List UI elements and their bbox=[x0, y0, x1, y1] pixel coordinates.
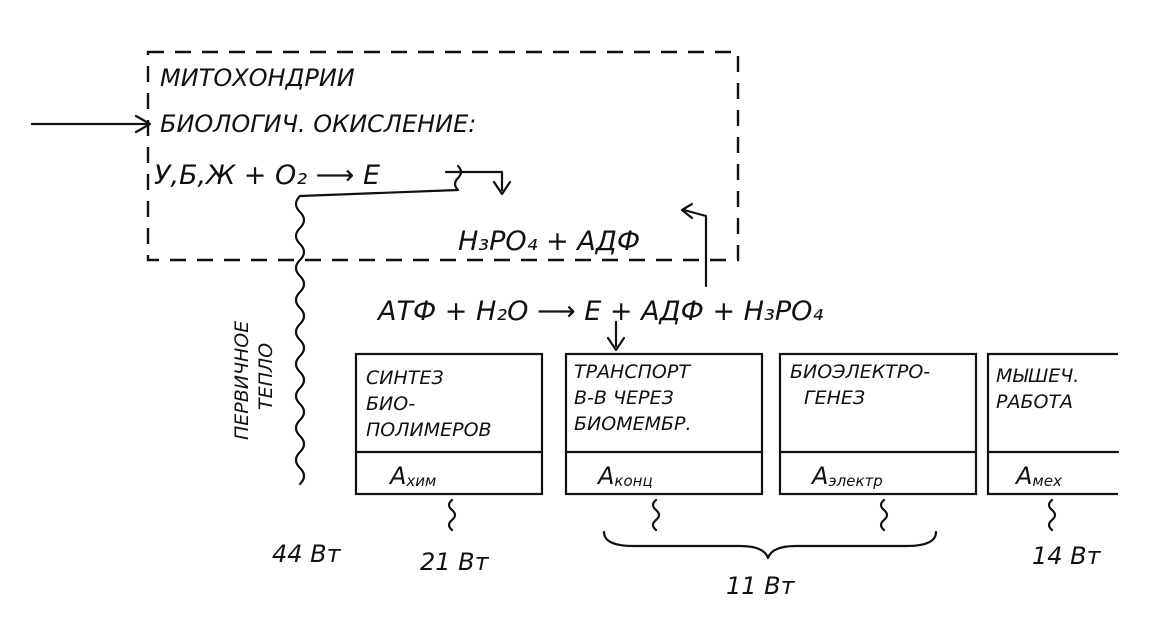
power-chemical: 21 Вт bbox=[420, 548, 490, 576]
work-chemical: Aхим bbox=[388, 462, 436, 490]
power-mechanical: 14 Вт bbox=[1032, 542, 1102, 570]
regeneration-substrates: H₃PO₄ + АДФ bbox=[458, 226, 640, 257]
work-mechanical: Aмех bbox=[1014, 462, 1062, 490]
box-chemical-line3: ПОЛИМЕРОВ bbox=[366, 419, 492, 441]
work-chemical-main: A bbox=[388, 462, 406, 490]
box-mechanical-line2: РАБОТА bbox=[996, 391, 1073, 413]
primary-heat-power: 44 Вт bbox=[272, 540, 342, 568]
box-transport-line2: В-В ЧЕРЕЗ bbox=[574, 387, 674, 409]
work-electric-main: A bbox=[810, 462, 828, 490]
mitochondria-region bbox=[146, 50, 740, 262]
work-mechanical-sub: мех bbox=[1032, 472, 1062, 490]
work-mechanical-main: A bbox=[1014, 462, 1032, 490]
heat-squiggle-chemical bbox=[447, 498, 457, 532]
heat-squiggle-electric bbox=[879, 498, 889, 532]
box-electric-line1: БИОЭЛЕКТРО- bbox=[790, 361, 930, 383]
primary-heat-wavy-line bbox=[294, 164, 463, 486]
energy-to-atp-arrow bbox=[444, 170, 512, 196]
box-transport bbox=[564, 352, 764, 496]
box-electric-line2: ГЕНЕЗ bbox=[804, 387, 865, 409]
primary-heat-line1: ПЕРВИЧНОЕ bbox=[231, 321, 253, 440]
box-chemical-line1: СИНТЕЗ bbox=[366, 367, 444, 389]
heat-squiggle-mechanical bbox=[1047, 498, 1057, 532]
work-electric: Aэлектр bbox=[810, 462, 883, 490]
mitochondria-title: МИТОХОНДРИИ bbox=[160, 64, 355, 92]
work-transport-sub: конц bbox=[614, 472, 652, 490]
work-electric-sub: электр bbox=[828, 472, 882, 490]
box-transport-line3: БИОМЕМБР. bbox=[574, 413, 692, 435]
input-arrow bbox=[30, 114, 152, 134]
power-transport-electric: 11 Вт bbox=[726, 572, 796, 600]
box-transport-line1: ТРАНСПОРТ bbox=[574, 361, 691, 383]
work-boxes bbox=[354, 352, 1120, 496]
oxidation-equation: У,Б,Ж + O₂ ⟶ Е bbox=[154, 160, 380, 191]
primary-heat-label: ПЕРВИЧНОЕ ТЕПЛО bbox=[231, 321, 277, 440]
oxidation-label: БИОЛОГИЧ. ОКИСЛЕНИЕ: bbox=[160, 110, 476, 138]
atp-hydrolysis-equation: АТФ + H₂O ⟶ Е + АДФ + H₃PO₄ bbox=[376, 296, 823, 327]
box-mechanical-line1: МЫШЕЧ. bbox=[996, 365, 1079, 387]
box-chemical-line2: БИО- bbox=[366, 393, 415, 415]
curly-brace bbox=[602, 530, 938, 560]
primary-heat-line2: ТЕПЛО bbox=[255, 343, 277, 410]
box-electric bbox=[778, 352, 978, 496]
adp-return-arrow bbox=[680, 202, 708, 288]
work-chemical-sub: хим bbox=[405, 472, 436, 490]
energy-to-work-arrow bbox=[606, 320, 626, 352]
work-transport-main: A bbox=[596, 462, 614, 490]
box-chemical bbox=[354, 352, 544, 496]
heat-squiggle-transport bbox=[651, 498, 661, 532]
work-transport: Aконц bbox=[596, 462, 653, 490]
box-mechanical bbox=[986, 352, 1118, 496]
